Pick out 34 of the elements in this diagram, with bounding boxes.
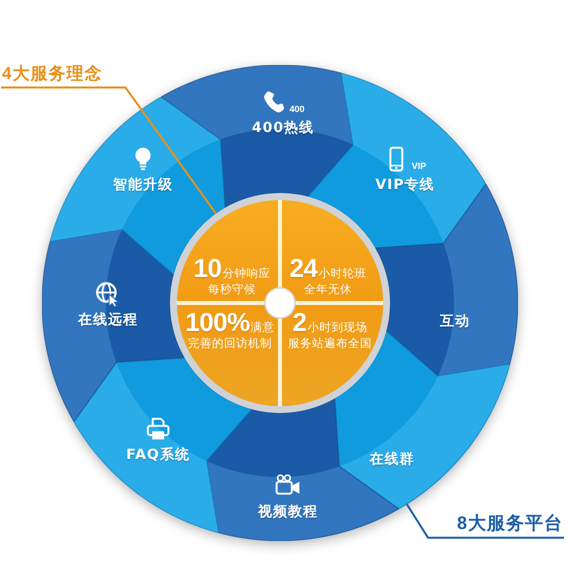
stat-number: 10 xyxy=(194,255,222,282)
stat-unit: 小时到现场 xyxy=(307,321,368,334)
segment-label: 400热线 xyxy=(252,120,314,137)
ring-segment xyxy=(74,358,252,533)
icon-tag: VIP xyxy=(412,162,426,172)
leader-line xyxy=(406,504,564,539)
segment-label: 智能升级 xyxy=(112,177,173,194)
stat-caption: 服务站遍布全国 xyxy=(288,337,372,351)
stat-number: 2 xyxy=(292,309,306,336)
stat-unit: 小时轮班 xyxy=(318,267,366,280)
segment-label: 在线群 xyxy=(370,452,414,468)
stat-unit: 分钟响应 xyxy=(222,267,270,280)
hub-quadrant xyxy=(282,200,383,302)
segment-label: FAQ系统 xyxy=(126,447,190,464)
ring-segment xyxy=(335,331,510,510)
ring-segment xyxy=(42,229,185,422)
hub-quadrant xyxy=(282,304,383,406)
stat-caption: 全年无休 xyxy=(304,283,352,297)
hub-quadrant xyxy=(177,200,278,302)
callout-label: 8大服务平台 xyxy=(456,513,564,538)
ring-segment xyxy=(206,398,399,541)
segment-label: VIP专线 xyxy=(375,177,435,194)
stat-number: 24 xyxy=(290,255,318,282)
leader-line xyxy=(1,86,217,214)
segment-label: 互动 xyxy=(440,314,470,330)
stat-caption: 完善的回访机制 xyxy=(188,337,272,351)
stat-unit: 满意 xyxy=(250,321,275,334)
callout-label: 4大服务理念 xyxy=(1,64,104,88)
stat-number: 100% xyxy=(185,309,250,336)
hub-quadrant xyxy=(177,304,278,406)
segment-label: 在线远程 xyxy=(78,312,138,329)
segment-label: 视频教程 xyxy=(258,504,318,521)
icon-tag: 400 xyxy=(289,105,304,114)
stat-caption: 每秒守候 xyxy=(208,283,256,297)
